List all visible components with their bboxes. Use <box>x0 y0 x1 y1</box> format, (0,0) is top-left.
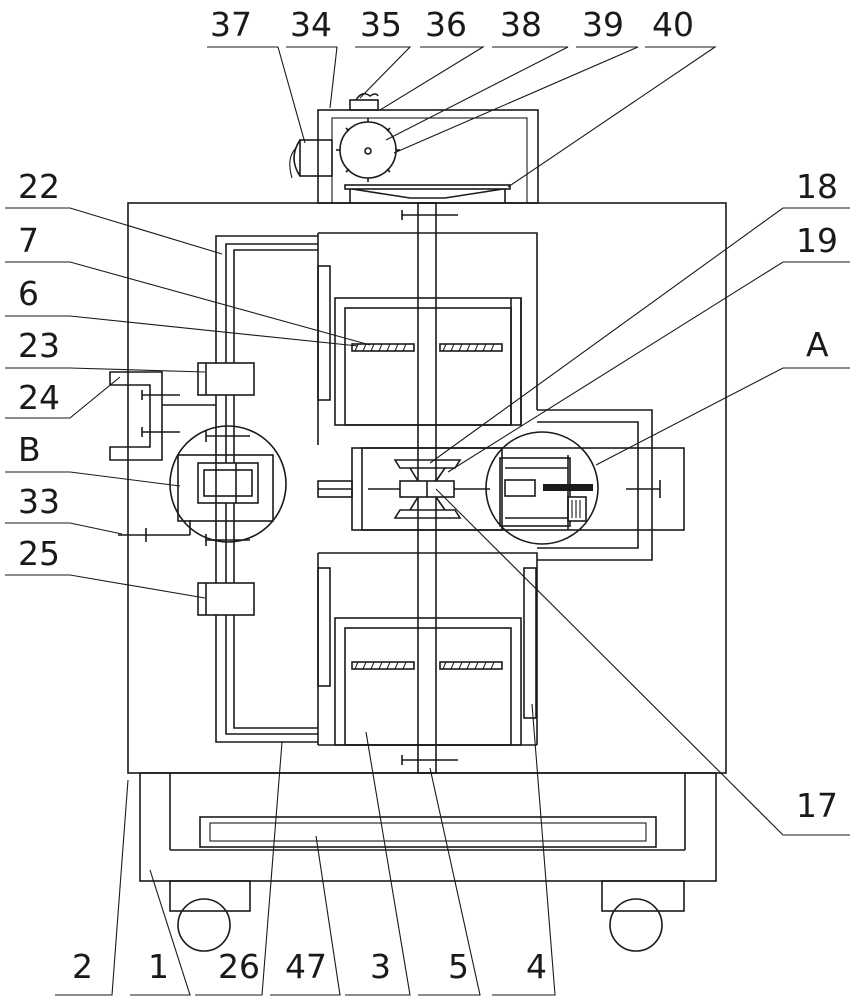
label-17: 17 <box>796 786 838 825</box>
middle-housing <box>317 409 685 561</box>
label-B: B <box>18 430 41 469</box>
drawer-47 <box>199 816 657 848</box>
label-47: 47 <box>285 947 327 986</box>
handle-24 <box>109 371 216 461</box>
upper-chamber <box>317 232 538 445</box>
lower-screen <box>351 661 503 670</box>
detail-circle-A <box>485 431 599 545</box>
upper-screen-6 <box>351 343 503 352</box>
label-6: 6 <box>18 274 39 313</box>
blade-19 <box>393 496 462 519</box>
leader-lines <box>5 46 850 996</box>
wheel-right <box>601 880 685 952</box>
rotor-38 <box>336 118 400 182</box>
label-22: 22 <box>18 167 60 206</box>
label-3: 3 <box>370 947 391 986</box>
label-5: 5 <box>448 947 469 986</box>
detail-circle-B <box>169 425 287 543</box>
label-24: 24 <box>18 378 60 417</box>
label-2: 2 <box>72 947 93 986</box>
label-37: 37 <box>210 5 252 44</box>
slider-23 <box>197 362 255 396</box>
label-19: 19 <box>796 221 838 260</box>
label-1: 1 <box>148 947 169 986</box>
label-A: A <box>806 325 829 364</box>
hopper-40 <box>344 184 511 203</box>
wheel-hub-17 <box>368 480 490 498</box>
slider-25 <box>197 582 255 616</box>
label-34: 34 <box>290 5 332 44</box>
detail-A-parts <box>499 455 593 530</box>
label-36: 36 <box>425 5 467 44</box>
label-40: 40 <box>652 5 694 44</box>
detail-B-parts <box>177 430 274 546</box>
label-7: 7 <box>18 221 39 260</box>
label-25: 25 <box>18 534 60 573</box>
label-26: 26 <box>218 947 260 986</box>
base-frame <box>139 772 717 882</box>
label-35: 35 <box>360 5 402 44</box>
label-39: 39 <box>582 5 624 44</box>
label-38: 38 <box>500 5 542 44</box>
label-18: 18 <box>796 167 838 206</box>
inlet-36 <box>349 92 379 111</box>
label-4: 4 <box>526 947 547 986</box>
lower-chamber-3 <box>317 552 538 746</box>
label-23: 23 <box>18 326 60 365</box>
motor-37 <box>289 139 333 179</box>
label-33: 33 <box>18 482 60 521</box>
reference-labels: 37 34 35 36 38 39 40 22 7 6 23 24 B 33 2… <box>18 5 838 986</box>
wheel-left <box>169 880 251 952</box>
